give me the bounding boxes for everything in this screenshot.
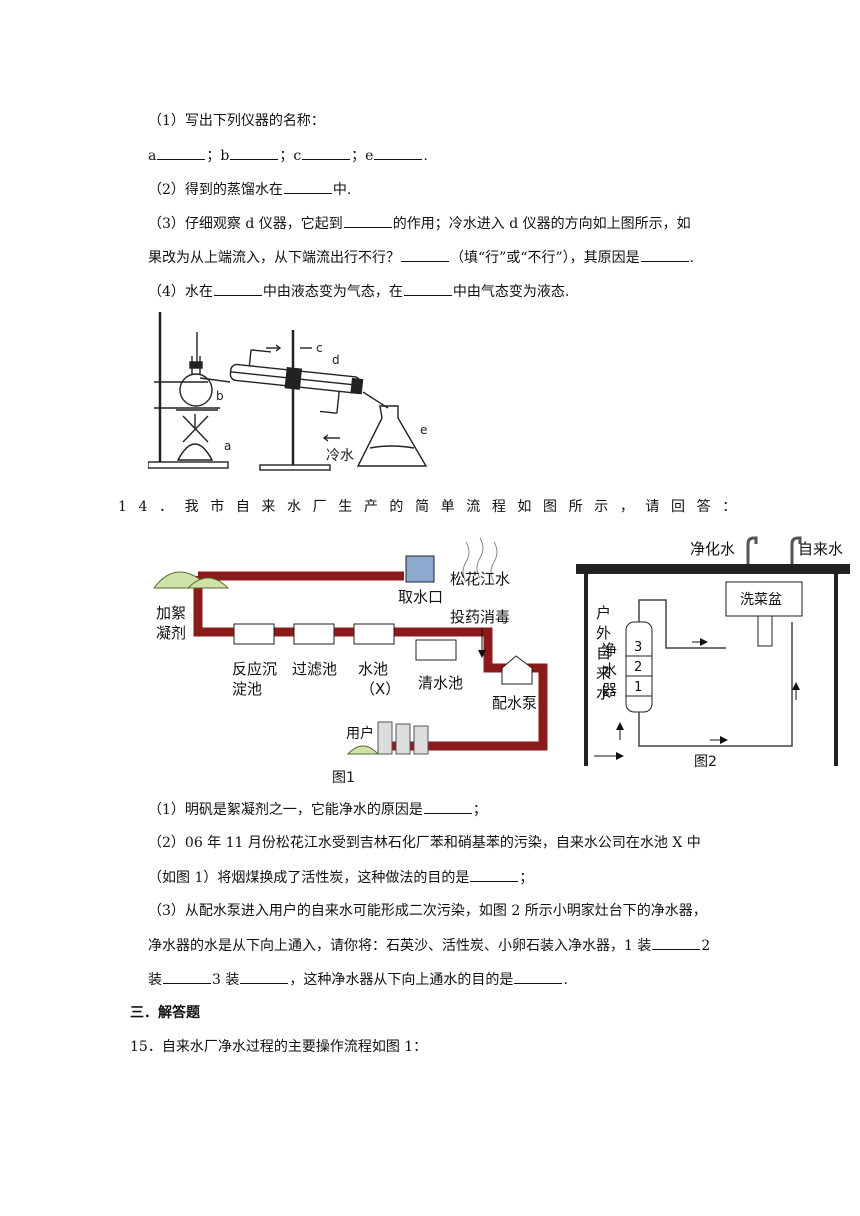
answer-blank[interactable] — [240, 969, 289, 984]
intake-box — [405, 555, 435, 583]
faucet-purified — [746, 536, 758, 564]
answer-blank[interactable] — [652, 935, 701, 950]
answer-blank[interactable] — [401, 247, 449, 262]
answer-blank[interactable] — [283, 179, 332, 194]
water-plant-flow-figure: 加絮 凝剂 取水口 松花江水 投药消毒 反应沉 淀池 过滤池 水池 （X） 清水… — [152, 537, 548, 786]
label-purified: 净化水 — [690, 540, 735, 558]
answer-blank[interactable] — [302, 145, 351, 160]
tank-x — [353, 623, 395, 645]
q14-stem: 14．我市自来水厂生产的简单流程如图所示，请回答： — [118, 499, 748, 515]
section3-title: 三．解答题 — [130, 1005, 200, 1021]
purifier-label: 净 水 器 — [602, 641, 618, 699]
q13-part3-line1: （3）仔细观察 d 仪器，它起到的作用；冷水进入 d 仪器的方向如上图所示，如 — [148, 213, 691, 234]
label-intake: 取水口 — [398, 588, 443, 606]
q14-part2-line1: （2）06 年 11 月份松花江水受到吉林石化厂苯和硝基苯的污染，自来水公司在水… — [148, 835, 701, 851]
q13-part3-line2: 果改为从上端流入，从下端流出行不行？（填“行”或“不行”），其原因是. — [148, 247, 694, 268]
counter-top — [576, 564, 850, 574]
layer-1: 1 — [634, 680, 642, 695]
label-a: a — [224, 439, 231, 453]
tank-filter — [293, 623, 335, 645]
distillation-apparatus-figure: c d b a e 冷水 — [148, 312, 428, 471]
q13-part1-blanks: a；b；c；e. — [148, 145, 428, 166]
answer-blank[interactable] — [640, 247, 689, 262]
label-tank3-2: （X） — [360, 680, 400, 698]
label-pump: 配水泵 — [492, 694, 537, 712]
answer-blank[interactable] — [343, 213, 392, 228]
conical-flask — [356, 405, 428, 467]
answer-blank[interactable] — [213, 281, 262, 296]
label-e: e — [420, 423, 427, 437]
answer-blank[interactable] — [514, 969, 563, 984]
layer-2: 2 — [634, 660, 642, 675]
label-basin: 洗菜盆 — [740, 592, 782, 608]
label-river: 松花江水 — [450, 570, 510, 588]
alcohol-lamp — [176, 443, 214, 461]
q13-part1-label: （1）写出下列仪器的名称： — [148, 113, 325, 129]
label-coagulant-1: 加絮 — [156, 604, 186, 622]
label-outdoor-2: 外 — [596, 624, 611, 642]
label-outdoor-4: 来 — [596, 664, 611, 682]
q13-part4: （4）水在中由液态变为气态，在中由气态变为液态. — [148, 281, 569, 302]
q13-part2: （2）得到的蒸馏水在中. — [148, 179, 351, 200]
q15-stem: 15．自来水厂净水过程的主要操作流程如图 1： — [130, 1039, 428, 1055]
tank-clear — [415, 639, 457, 661]
label-outdoor-5: 水 — [596, 684, 611, 702]
q14-part2-line2: （如图 1）将烟煤换成了活性炭，这种做法的目的是； — [148, 867, 533, 888]
tank-sedimentation — [233, 623, 275, 645]
label-tank1-1: 反应沉 — [232, 660, 277, 678]
answer-blank[interactable] — [157, 145, 206, 160]
faucet-tap — [790, 536, 802, 564]
pump-house — [501, 655, 533, 685]
label-c: c — [316, 341, 323, 355]
label-outdoor-3: 自 — [596, 644, 611, 662]
label-d: d — [332, 353, 340, 367]
label-cold-water: 冷水 — [326, 448, 354, 464]
water-pipe — [193, 571, 548, 751]
condenser-stand-base — [259, 464, 331, 471]
answer-blank[interactable] — [470, 867, 519, 882]
layer-3: 3 — [634, 640, 642, 655]
label-coagulant-2: 凝剂 — [156, 624, 186, 642]
user-building — [377, 721, 393, 755]
answer-blank[interactable] — [230, 145, 279, 160]
label-tap: 自来水 — [798, 540, 843, 558]
answer-blank[interactable] — [374, 145, 423, 160]
label-user: 用户 — [346, 725, 374, 742]
river-waves — [462, 537, 498, 583]
label-tank4: 清水池 — [418, 674, 463, 692]
figure1-caption: 图1 — [332, 770, 355, 786]
purifier-figure: 净化水 自来水 洗菜盆 3 2 1 户 外 自 来 水 净 净 图2 — [576, 536, 850, 770]
label-tank3-1: 水池 — [358, 660, 388, 678]
q14-part1: （1）明矾是絮凝剂之一，它能净水的原因是； — [148, 799, 487, 820]
label-disinfect: 投药消毒 — [450, 608, 510, 626]
label-outdoor-1: 户 — [596, 604, 611, 622]
label-b: b — [216, 389, 224, 403]
answer-blank[interactable] — [423, 799, 472, 814]
distilling-flask — [179, 373, 213, 407]
answer-blank[interactable] — [163, 969, 211, 984]
label-tank2: 过滤池 — [292, 660, 337, 678]
q14-part3-line1: （3）从配水泵进入用户的自来水可能形成二次污染，如图 2 所示小明家灶台下的净水… — [148, 903, 707, 919]
label-tank1-2: 淀池 — [232, 680, 262, 698]
answer-blank[interactable] — [403, 281, 452, 296]
figure2-caption: 图2 — [694, 754, 717, 770]
stand-base — [148, 461, 229, 469]
